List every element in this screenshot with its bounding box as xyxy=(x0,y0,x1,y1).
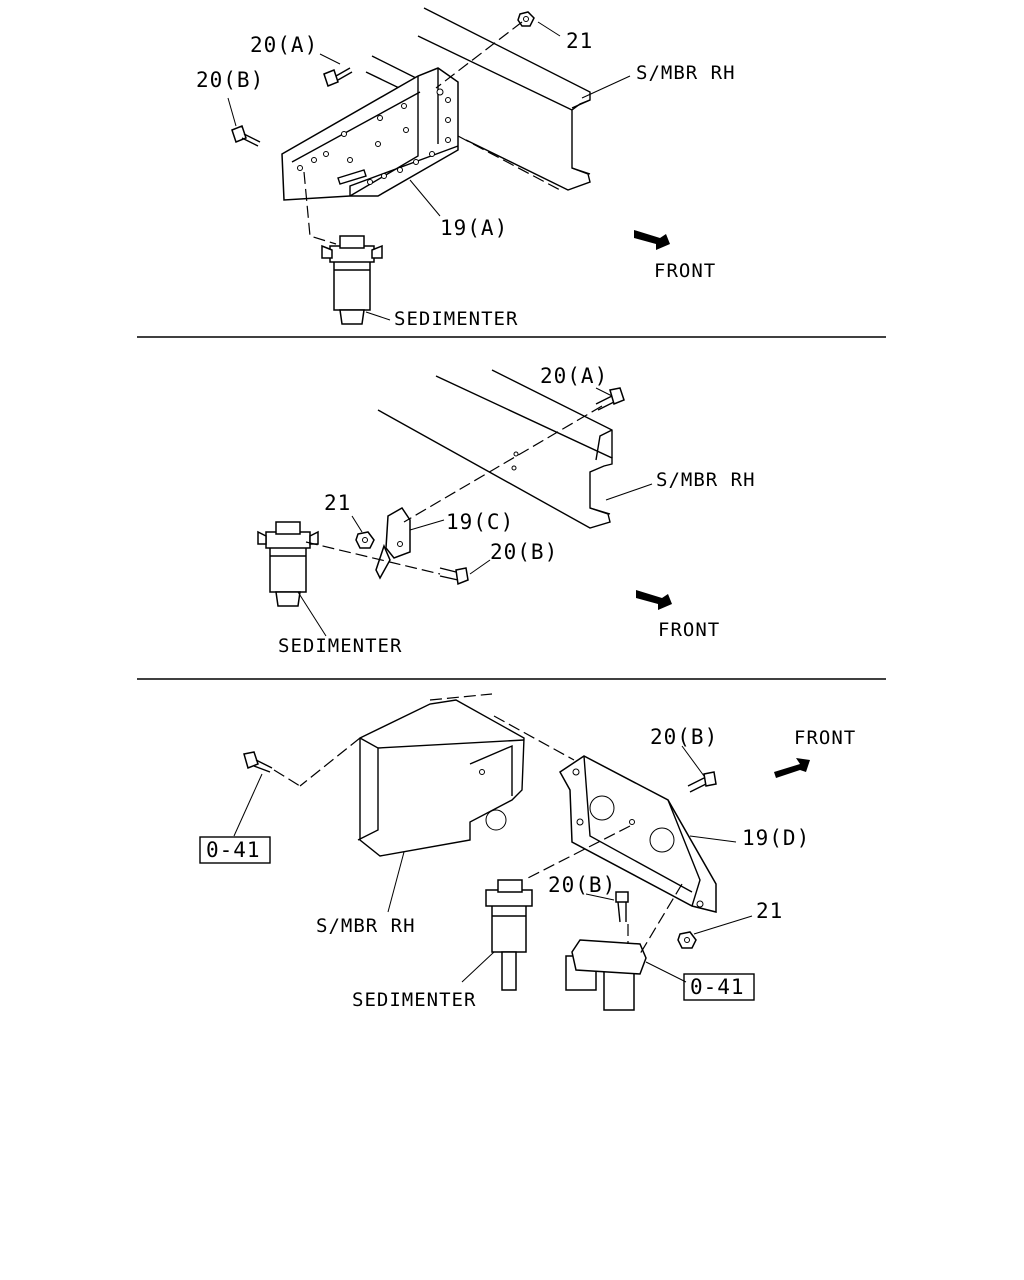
label-ref-left: 0-41 xyxy=(206,838,261,862)
side-member-1 xyxy=(365,7,591,191)
label-member-3: S/MBR RH xyxy=(316,915,416,937)
ref-box-right xyxy=(683,973,755,1001)
front-arrow-icon-2 xyxy=(636,590,672,610)
front-arrow-icon-1 xyxy=(634,230,670,250)
bolt-20a-2 xyxy=(595,387,625,411)
label-20a-1: 20(A) xyxy=(250,33,318,57)
label-ref-right: 0-41 xyxy=(690,975,745,999)
label-sedimenter-1: SEDIMENTER xyxy=(394,308,518,330)
label-20b-3a: 20(B) xyxy=(650,725,718,749)
bolt-20b-3a xyxy=(687,771,717,793)
sedimenter-2 xyxy=(257,521,319,607)
label-19d: 19(D) xyxy=(742,826,810,850)
label-21-3: 21 xyxy=(756,899,783,923)
label-21-2: 21 xyxy=(324,491,351,515)
bolt-20b-3b xyxy=(615,891,629,923)
sedimenter-1 xyxy=(321,235,383,325)
label-member-1: S/MBR RH xyxy=(636,62,736,84)
bracket-19d xyxy=(559,755,717,913)
label-front-1: FRONT xyxy=(654,260,716,282)
bolt-20b-1 xyxy=(231,125,261,147)
label-member-2: S/MBR RH xyxy=(656,469,756,491)
panel-2: 20(A) S/MBR RH 21 19(C) 20(B) FRONT SEDI… xyxy=(257,364,756,657)
label-front-3: FRONT xyxy=(794,727,856,749)
label-19a: 19(A) xyxy=(440,216,508,240)
ref-box-left xyxy=(199,836,271,864)
label-20b-2: 20(B) xyxy=(490,540,558,564)
label-20b-1: 20(B) xyxy=(196,68,264,92)
nut-21-2 xyxy=(355,531,375,549)
label-20b-3b: 20(B) xyxy=(548,873,616,897)
label-front-2: FRONT xyxy=(658,619,720,641)
bolt-20b-2 xyxy=(439,567,469,586)
panel-3: 20(B) FRONT 19(D) 0-41 20(B) 21 S/MBR RH… xyxy=(199,693,856,1011)
panel-1: 20(A) 20(B) 21 S/MBR RH 19(A) FRONT SEDI… xyxy=(196,7,736,330)
bolt-20a-1 xyxy=(323,67,353,87)
nut-21-3 xyxy=(677,931,697,949)
side-member-3 xyxy=(299,693,525,857)
label-sedimenter-2: SEDIMENTER xyxy=(278,635,402,657)
bracket-19c xyxy=(375,507,411,580)
side-member-2 xyxy=(377,369,613,529)
bracket-19a xyxy=(281,67,459,201)
label-20a-2: 20(A) xyxy=(540,364,608,388)
label-19c: 19(C) xyxy=(446,510,514,534)
label-sedimenter-3: SEDIMENTER xyxy=(352,989,476,1011)
front-arrow-icon-3 xyxy=(774,758,810,778)
dual-filter-assembly xyxy=(565,939,647,1011)
label-21-1: 21 xyxy=(566,29,593,53)
sedimenter-3 xyxy=(485,879,533,991)
bolt-0-41 xyxy=(243,751,273,773)
